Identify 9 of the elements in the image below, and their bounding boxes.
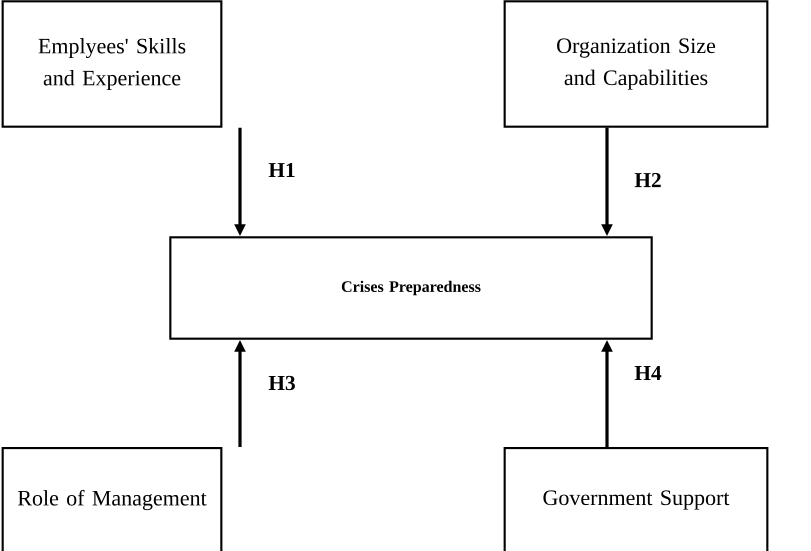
box: Emplyees' Skills and Experience [2,0,222,128]
edge-label: H4 [634,366,662,380]
edge-label: H3 [268,376,295,390]
box: Role of Management [2,446,222,551]
edge-label: H1 [268,162,295,178]
box: Government Support [504,446,768,551]
edge-label: H2 [634,172,661,188]
box: Crises Preparedness [169,236,653,340]
box: Organization Size and Capabilities [504,0,768,128]
